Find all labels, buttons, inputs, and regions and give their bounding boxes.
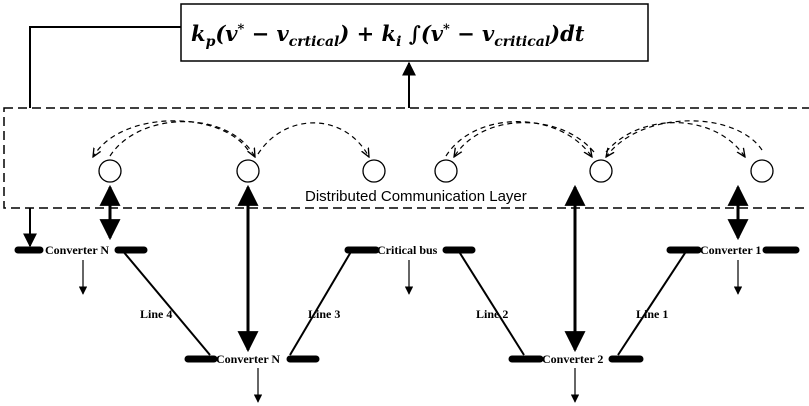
- comm-arc-4: [454, 122, 595, 157]
- comm-node-converter-2: [589, 159, 613, 183]
- bus-label-converter-n-top: Converter N: [45, 243, 109, 257]
- comm-node-critical-bus-right: [434, 159, 458, 183]
- eq-term1-open: (v: [215, 21, 238, 46]
- eq-subscript2: critical: [494, 34, 550, 50]
- comm-node-converter-n-top: [98, 159, 122, 183]
- equation-box: [180, 3, 649, 62]
- eq-minus1: − v: [244, 21, 289, 46]
- comm-node-converter-n-bottom: [236, 159, 260, 183]
- line-4-segment: [121, 249, 211, 356]
- control-output-path: [29, 26, 181, 108]
- bus-label-critical: Critical bus: [377, 243, 438, 257]
- comm-arc-2: [109, 121, 255, 157]
- communication-layer-label: Distributed Communication Layer: [305, 188, 527, 205]
- kp-symbol: k: [191, 21, 206, 46]
- eq-subscript1: crtical: [289, 34, 340, 50]
- line-1-segment: [617, 249, 688, 356]
- bus-label-converter-1: Converter 1: [700, 243, 761, 257]
- communication-layer-box: [3, 107, 809, 209]
- ki-subscript: i: [396, 34, 401, 50]
- eq-minus2: − v: [450, 21, 495, 46]
- bus-label-converter-2: Converter 2: [542, 352, 603, 366]
- comm-arc-6: [606, 120, 763, 157]
- eq-term1-close: ) +: [338, 21, 381, 46]
- equation-text: kp(v* − vcrtical) + ki ∫(v* − vcritical)…: [191, 21, 585, 50]
- line-1-label: Line 1: [636, 307, 668, 321]
- comm-arc-5: [445, 121, 592, 157]
- pi-controller-equation: kp(v* − vcrtical) + ki ∫(v* − vcritical)…: [180, 3, 649, 62]
- comm-arc-7: [605, 122, 745, 157]
- comm-node-converter-1: [750, 159, 774, 183]
- ki-symbol: k: [382, 21, 397, 46]
- line-3-segment: [289, 249, 353, 356]
- comm-node-critical-bus: [362, 159, 386, 183]
- eq-star2: *: [443, 22, 450, 37]
- eq-star1: *: [238, 22, 245, 37]
- eq-term2-close: )dt: [549, 21, 585, 46]
- line-2-label: Line 2: [476, 307, 508, 321]
- line-3-label: Line 3: [308, 307, 340, 321]
- kp-subscript: p: [206, 34, 216, 50]
- line-4-label: Line 4: [140, 307, 172, 321]
- bus-label-converter-n-bottom: Converter N: [216, 352, 280, 366]
- comm-arc-1: [93, 120, 249, 157]
- comm-arc-3: [257, 122, 369, 157]
- eq-integral: ∫(v: [401, 21, 443, 46]
- line-2-segment: [457, 249, 525, 356]
